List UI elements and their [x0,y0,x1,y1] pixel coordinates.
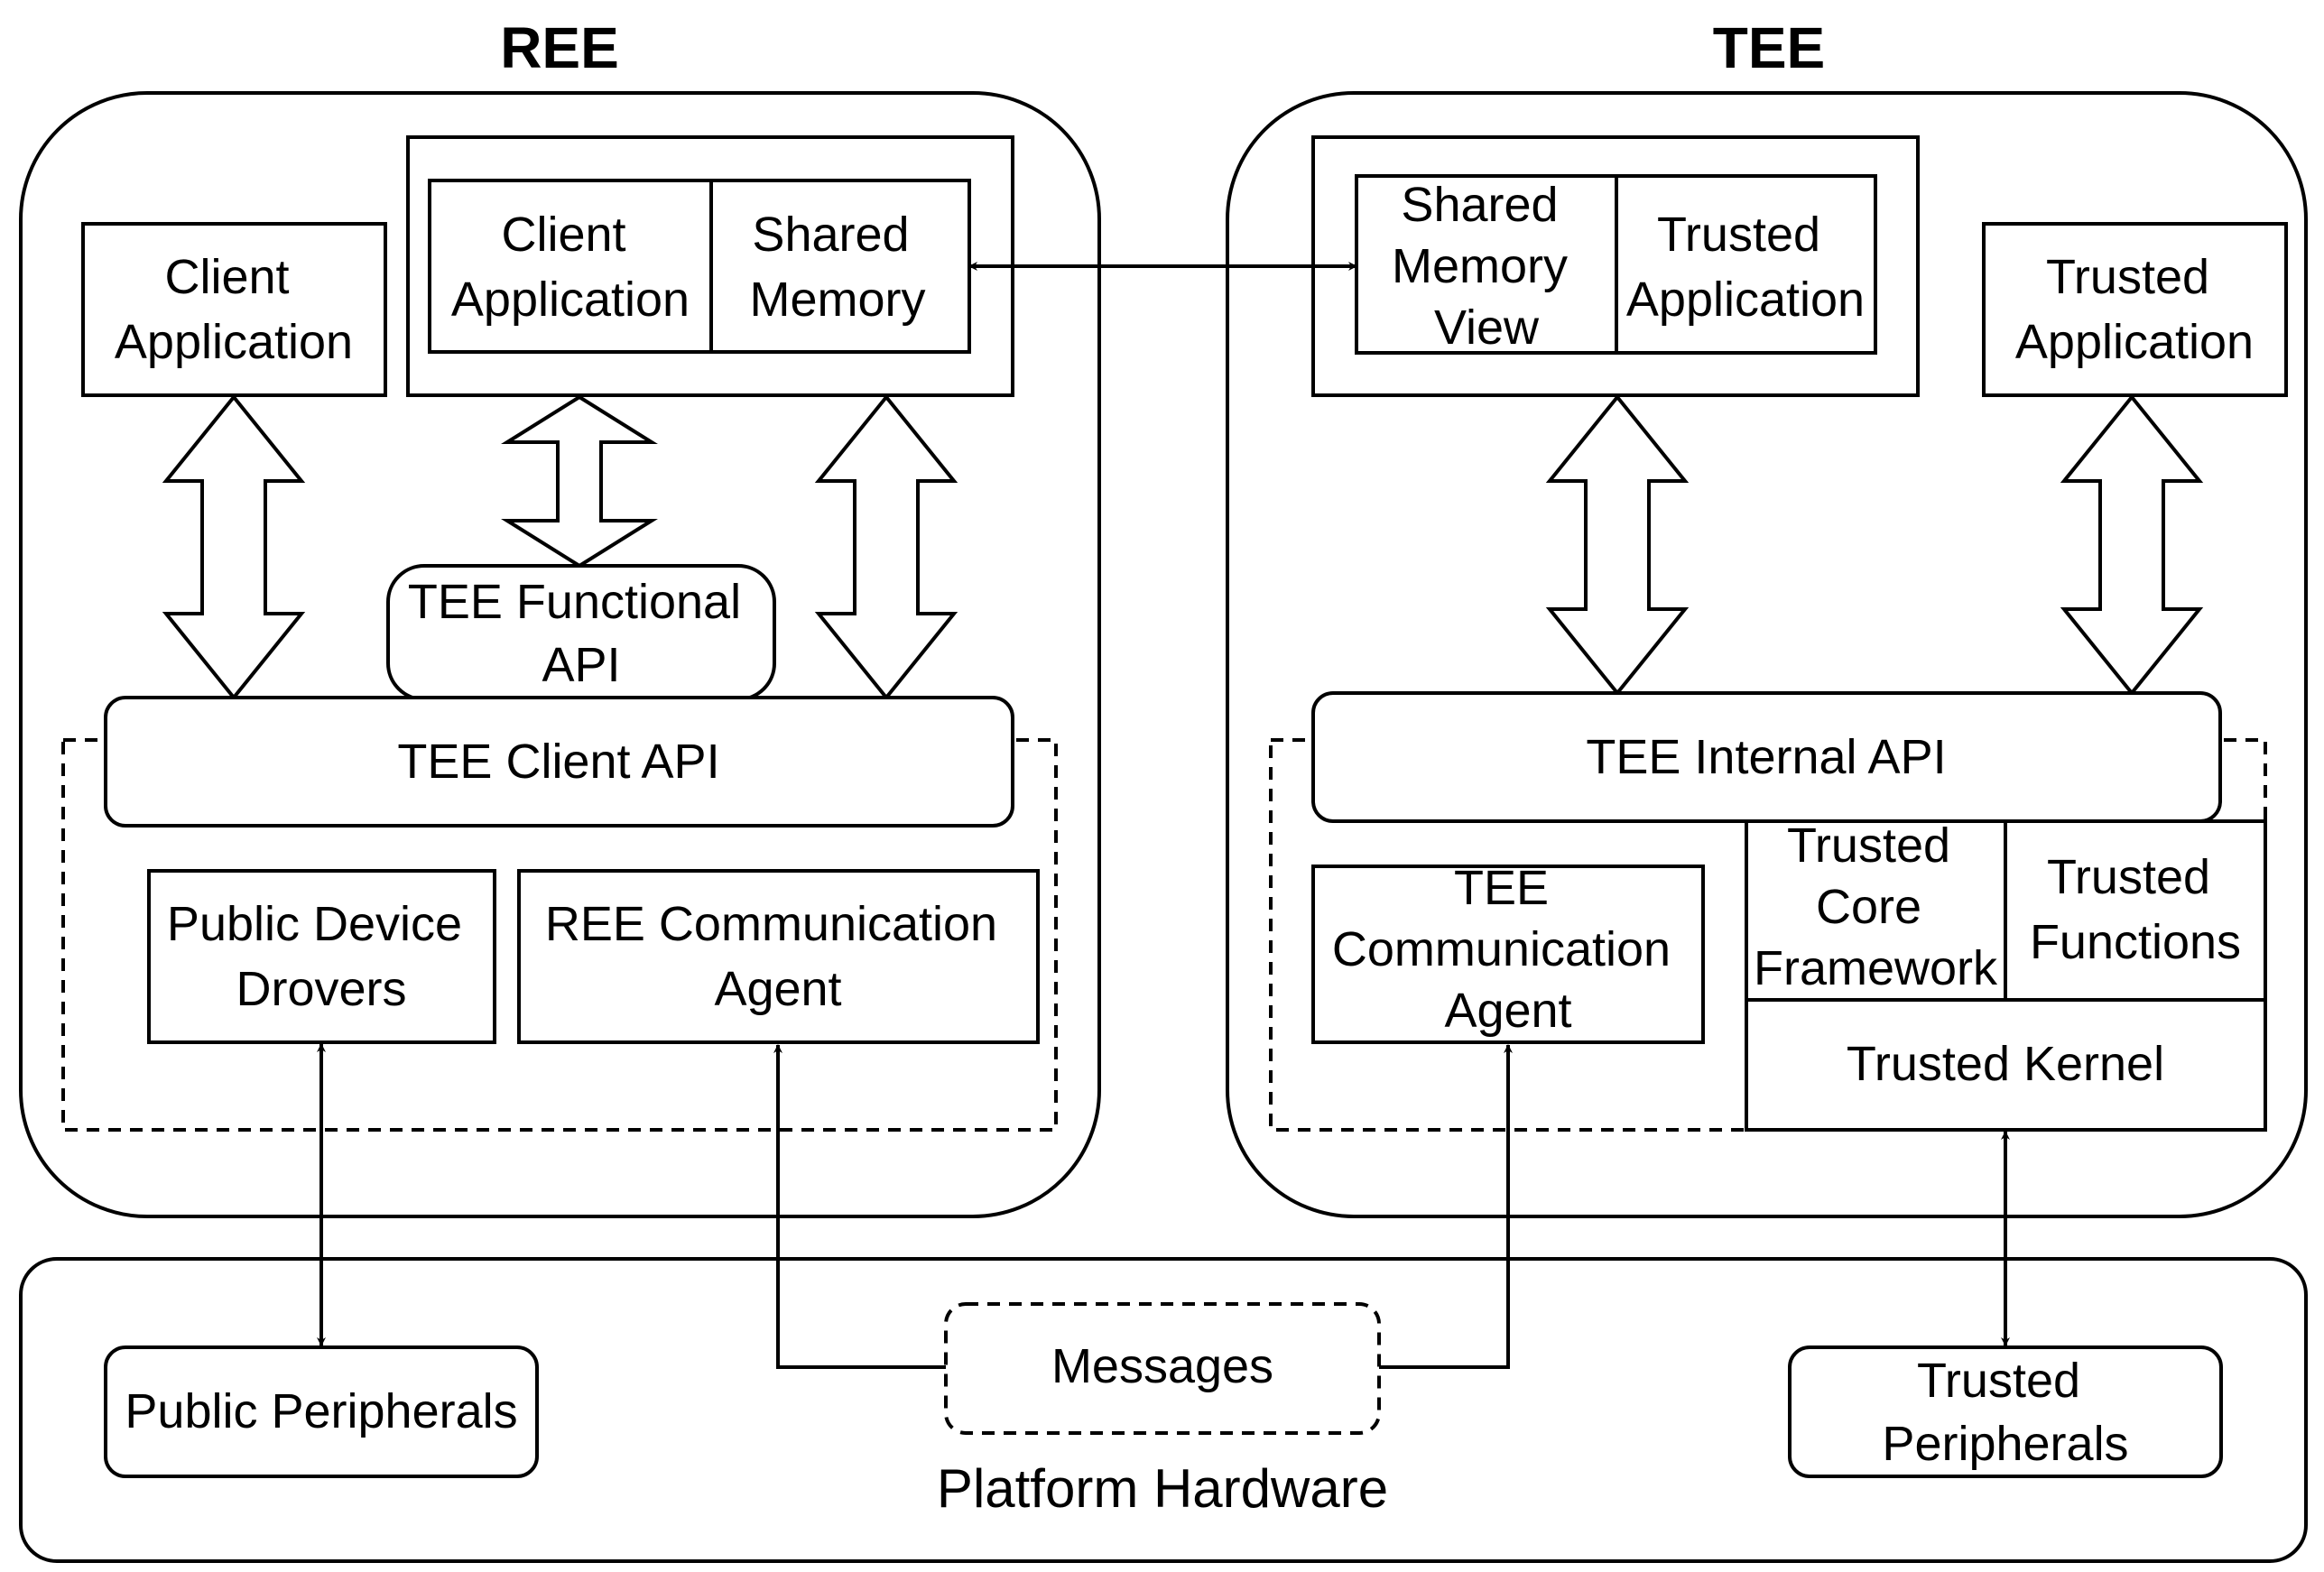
tee-communication-agent: TEE Communication Agent [1311,861,1705,1044]
svg-text:REE Communication Agent: REE Communication Agent [545,897,1011,1016]
svg-text:Trusted Application: Trusted Application [2015,250,2254,369]
svg-text:Messages: Messages [1051,1339,1273,1393]
trusted-kernel: Trusted Kernel [1847,1037,2164,1091]
ree-title: REE [500,15,619,80]
svg-text:TEE Internal API: TEE Internal API [1586,730,1946,784]
trusted-os-block: Trusted Core Framework Trusted Functions… [1745,818,2267,1132]
trusted-peripherals: Trusted Peripherals [1788,1345,2223,1478]
svg-text:Public Device Drovers: Public Device Drovers [167,897,476,1016]
tee-title: TEE [1713,15,1825,80]
platform-hardware-container [19,1257,2308,1563]
messages-ree-agent-arrow [773,1044,946,1369]
svg-text:Client Application: Client Application [115,250,353,369]
tee-internal-api: TEE Internal API [1311,691,2222,823]
trusted-functions: Trusted Functions [2030,850,2241,969]
ree-shared-memory: Shared Memory [749,208,925,327]
svg-text:TEE Client API: TEE Client API [397,735,719,789]
tee-client-api: TEE Client API [104,696,1014,828]
messages-tee-agent-arrow [1379,1044,1513,1369]
tee-trusted-application: Trusted Application [1982,222,2288,397]
svg-text:Trusted Peripherals: Trusted Peripherals [1882,1354,2128,1471]
ree-communication-agent: REE Communication Agent [517,869,1040,1044]
shared-memory-view: Shared Memory View [1392,178,1581,355]
tee-functional-api: TEE Functional API [386,564,776,701]
platform-hardware-title: Platform Hardware [937,1458,1388,1519]
svg-text:Public Peripherals: Public Peripherals [125,1384,517,1438]
ree-shared-application-group: Client Application Shared Memory [406,135,1014,397]
svg-text:TEE Functional API: TEE Functional API [408,575,755,692]
public-device-drivers: Public Device Drovers [147,869,496,1044]
svg-text:TEE Communication: TEE Communication Agent [1332,861,1684,1038]
ree-client-application: Client Application [81,222,387,397]
public-peripherals: Public Peripherals [104,1345,539,1478]
tee-shared-trusted-application: Trusted Application [1626,208,1865,327]
tee-shared-application-group: Shared Memory View Trusted Application [1311,135,1920,397]
trusted-core-framework: Trusted Core Framework [1754,818,1998,995]
ree-shared-client-application: Client Application [451,208,690,327]
messages: Messages [944,1302,1381,1435]
